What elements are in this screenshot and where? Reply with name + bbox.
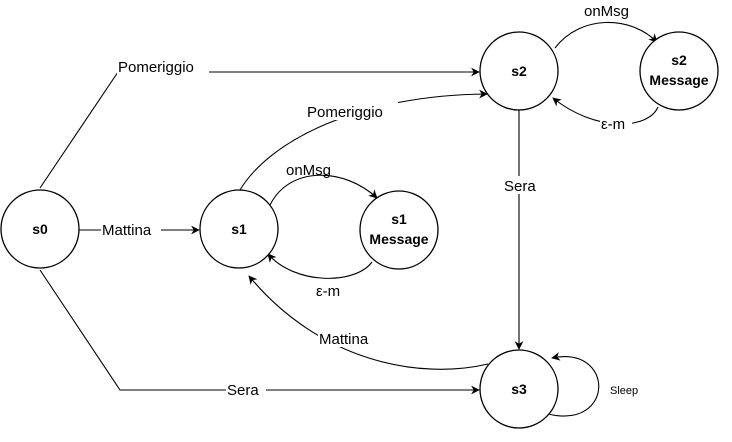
- label-s3-s1: Mattina: [319, 331, 369, 348]
- label-s1-s1message: onMsg: [286, 162, 331, 179]
- label-s2message-s2: ε-m: [601, 116, 625, 133]
- label-s0-s2: Pomeriggio: [118, 59, 194, 76]
- state-s2-message[interactable]: s2 Message: [639, 31, 719, 111]
- edge-s1message-s1: [267, 253, 373, 279]
- label-s2-s3: Sera: [504, 178, 536, 195]
- label-s3-self: Sleep: [610, 385, 638, 397]
- label-s1message-s1: ε-m: [316, 283, 340, 300]
- label-s2-s2message: onMsg: [584, 3, 629, 20]
- state-s2-message-label-1: s2: [671, 52, 687, 68]
- state-s1[interactable]: s1: [199, 189, 279, 269]
- edge-s2-s2message: [554, 21, 658, 49]
- state-s3[interactable]: s3: [479, 349, 559, 429]
- edge-s0-s2: [39, 67, 480, 189]
- state-s1-label: s1: [231, 221, 247, 237]
- edge-s0-s3: [39, 269, 480, 395]
- state-s0[interactable]: s0: [0, 189, 80, 269]
- edge-s1-s1message: [269, 174, 378, 206]
- state-s2-label: s2: [511, 63, 527, 79]
- label-s0-s3: Sera: [227, 382, 259, 399]
- state-s2-message-label-2: Message: [649, 72, 708, 88]
- label-s0-s1: Mattina: [102, 222, 152, 239]
- state-s1-message[interactable]: s1 Message: [359, 190, 439, 270]
- edge-s3-self: [547, 352, 600, 417]
- state-s1-message-label-1: s1: [391, 211, 407, 227]
- state-s3-label: s3: [511, 381, 527, 397]
- edge-s1-s2: [239, 89, 488, 191]
- label-s1-s2: Pomeriggio: [307, 104, 383, 121]
- edge-s3-s1: [248, 275, 489, 370]
- state-s2[interactable]: s2: [479, 31, 559, 111]
- state-s1-message-label-2: Message: [369, 231, 428, 247]
- state-s0-label: s0: [32, 221, 48, 237]
